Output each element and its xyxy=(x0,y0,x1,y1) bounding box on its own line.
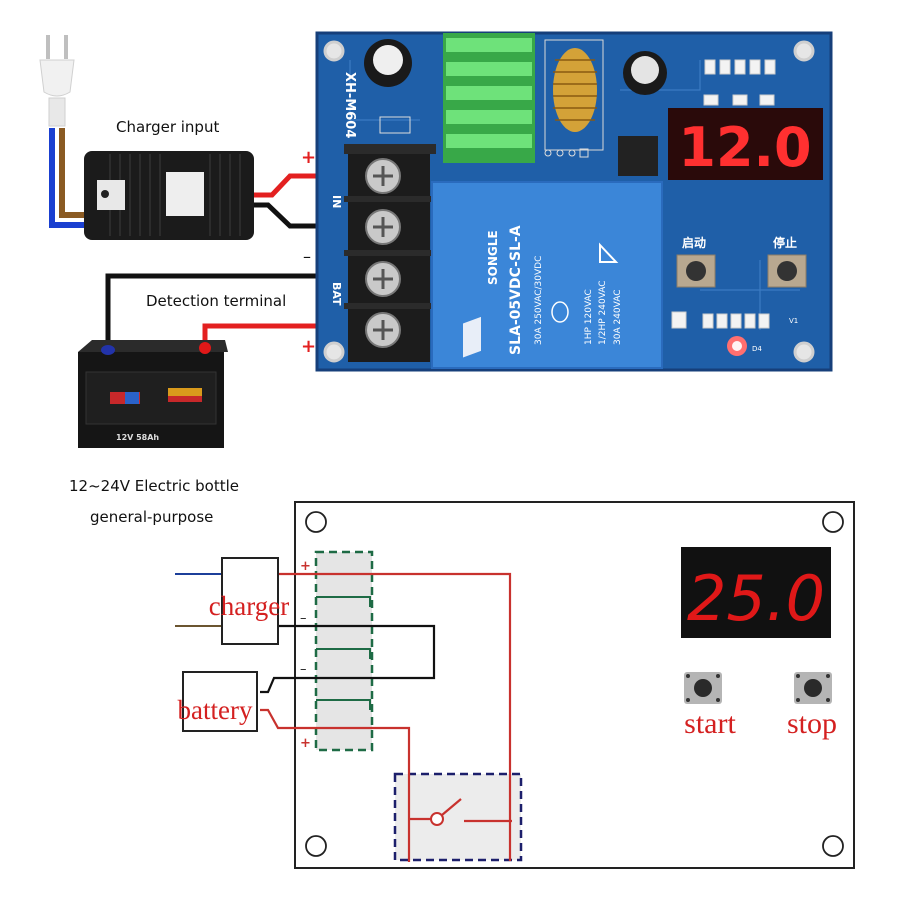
mains-wire-blue xyxy=(49,128,90,228)
terminal-sign-3: – xyxy=(300,662,307,677)
mounting-hole xyxy=(822,511,844,533)
terminal-label-in: IN xyxy=(330,195,343,208)
terminal-sign-2: – xyxy=(300,611,307,626)
mounting-hole xyxy=(793,40,815,62)
charger-adapter xyxy=(84,151,254,240)
bat-plus-sign: + xyxy=(301,336,316,357)
start-label: start xyxy=(684,707,736,740)
caption-charger-input: Charger input xyxy=(116,118,220,136)
schematic-diagram: charger battery + – – + 25.0 start stop xyxy=(175,501,855,869)
power-plug-icon xyxy=(39,35,75,127)
charger-box xyxy=(221,557,279,645)
wiring-photo: 12V 58Ah + – – + xyxy=(39,31,833,448)
board-start-button[interactable] xyxy=(676,254,716,288)
relay-rating-2: 1HP 120VAC xyxy=(584,289,594,345)
inductor-coil xyxy=(544,39,604,158)
in-minus-sign: – xyxy=(303,217,311,236)
stop-button-label-cn: 停止 xyxy=(773,235,797,250)
in-plus-sign: + xyxy=(301,147,316,168)
relay-rating-3: 1/2HP 240VAC xyxy=(598,280,608,345)
schematic-stop-button[interactable] xyxy=(794,672,832,704)
schematic-display-value: 25.0 xyxy=(687,562,825,635)
ic-chip xyxy=(618,136,658,176)
relay-model: SLA-05VDC-SL-A xyxy=(508,225,524,355)
led-silk-label: D4 xyxy=(752,345,762,353)
xh-m604-board: XH-M604 IN BAT SONGLE SLA- xyxy=(315,31,833,372)
caption-battery-line2: general-purpose xyxy=(90,508,214,526)
relay-brand: SONGLE xyxy=(486,230,500,285)
battery-positive-wire xyxy=(260,708,411,862)
mains-wire-brown xyxy=(59,128,90,218)
battery-box xyxy=(182,671,258,732)
bat-minus-sign: – xyxy=(303,247,311,266)
stop-label: stop xyxy=(787,707,837,740)
mounting-hole xyxy=(323,341,345,363)
warning-triangle-icon xyxy=(599,242,619,263)
battery-spec-label: 12V 58Ah xyxy=(116,433,159,442)
relay-rating-4: 30A 240VAC xyxy=(613,289,623,345)
board-led-display xyxy=(668,108,823,180)
charger-negative-battery-negative-wire xyxy=(260,624,436,694)
board-display-value: 12.0 xyxy=(678,116,811,179)
v1-silk-label: V1 xyxy=(789,317,798,325)
charger-positive-wire xyxy=(278,572,512,861)
board-model-label: XH-M604 xyxy=(342,72,357,138)
mounting-hole xyxy=(305,835,327,857)
board-stop-button[interactable] xyxy=(767,254,807,288)
terminal-sign-4: + xyxy=(300,736,311,751)
battery-wire-positive xyxy=(202,323,345,345)
terminal-label-bat: BAT xyxy=(330,282,343,306)
mounting-hole xyxy=(323,40,345,62)
caption-detection-terminal: Detection terminal xyxy=(146,292,287,310)
schematic-terminal-block xyxy=(314,550,374,752)
mounting-hole xyxy=(822,835,844,857)
caption-battery-line1: 12~24V Electric bottle xyxy=(69,477,239,495)
start-button-label-cn: 启动 xyxy=(682,235,706,250)
mounting-hole xyxy=(793,341,815,363)
battery-wire-negative xyxy=(105,273,345,350)
battery-label: battery xyxy=(178,695,253,725)
charger-label: charger xyxy=(209,591,289,621)
mounting-hole xyxy=(305,511,327,533)
schematic-start-button[interactable] xyxy=(684,672,722,704)
heatsink xyxy=(443,33,535,163)
schematic-relay-box xyxy=(393,772,523,862)
relay-rating-1: 30A 250VAC/30VDC xyxy=(534,256,544,345)
terminal-sign-1: + xyxy=(300,559,311,574)
lead-acid-battery xyxy=(78,340,228,448)
relay-switch-icon xyxy=(409,798,512,826)
schematic-led-display xyxy=(681,547,831,638)
screw-terminal-block xyxy=(344,144,436,362)
songle-relay: SONGLE SLA-05VDC-SL-A 30A 250VAC/30VDC 1… xyxy=(431,181,663,369)
